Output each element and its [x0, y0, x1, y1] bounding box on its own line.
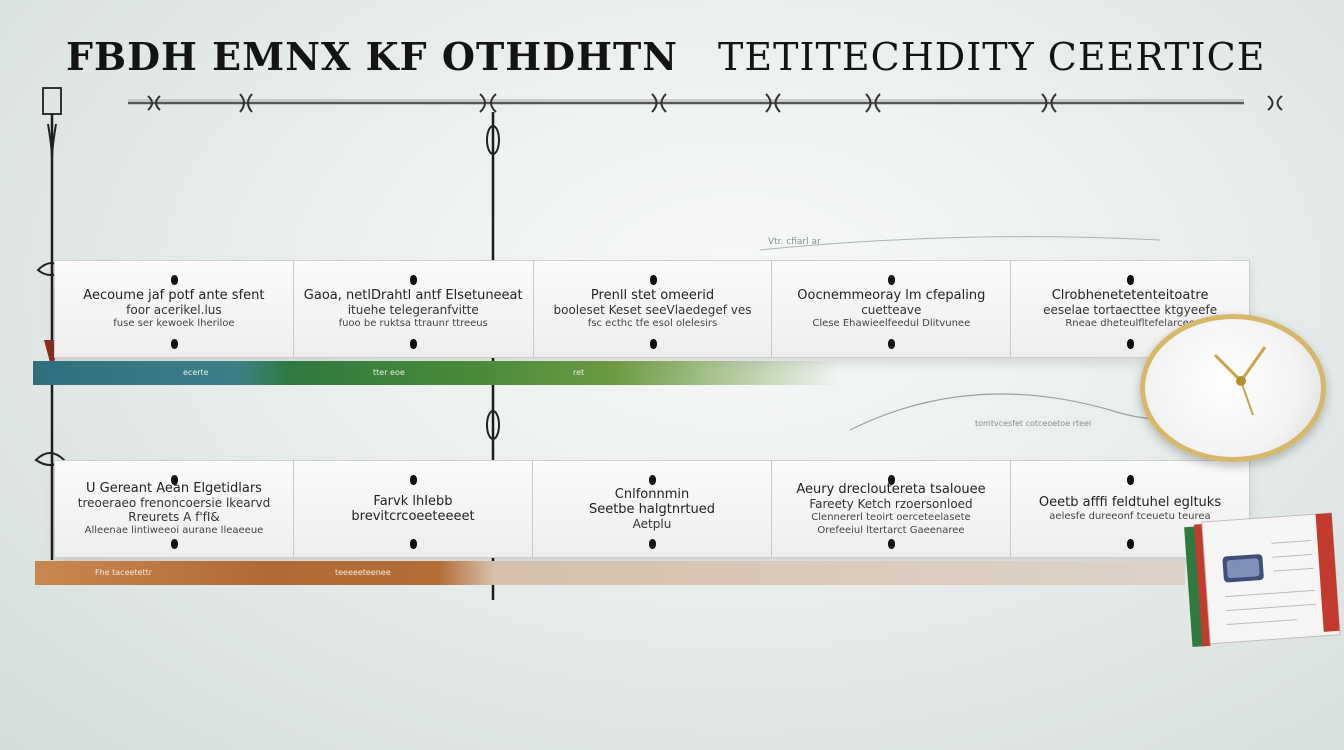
center-rod-loop-2: [486, 410, 500, 440]
pin-icon: [888, 339, 896, 349]
timeline-row-1: Aecoume jaf potf ante sfent foor acerike…: [54, 260, 1250, 358]
pin-icon: [1127, 539, 1134, 549]
event-line: foor acerikel.lus: [126, 303, 222, 317]
event-line: eeselae tortaecttee ktgyeefe: [1043, 303, 1218, 317]
timeline-band-2: Fhe taceetettr teeeeeteenee: [35, 561, 1185, 585]
page-title: FBDH EMNX KF OTHDHTN TETITECHDITY CEERTIC…: [66, 34, 1265, 79]
event-card: Oeetb afffi feldtuhel egltuks aelesfe du…: [1011, 461, 1249, 557]
event-line: Aecoume jaf potf ante sfent: [83, 288, 265, 303]
event-line: fuse ser kewoek lheriloe: [113, 318, 235, 329]
event-card: Prenll stet omeerid booleset Keset seeVl…: [534, 261, 773, 357]
band-label: ecerte: [183, 368, 209, 377]
event-line: Oocnemmeoray lm cfepaling: [797, 288, 986, 303]
band-label: teeeeeteenee: [335, 568, 391, 577]
event-card: Farvk lhIebb brevitcrcoeeteeeet: [294, 461, 533, 557]
event-line: Oeetb afffi feldtuhel egltuks: [1038, 495, 1222, 510]
pin-icon: [649, 339, 657, 349]
event-line: Cnlfonnmin: [614, 487, 690, 502]
pin-icon: [1127, 339, 1135, 349]
pin-icon: [170, 275, 178, 285]
center-rod-loop-1: [486, 125, 500, 155]
event-line: ituehe telegeranfvitte: [347, 303, 479, 317]
annotation-1: Vtr. cfiarl ar: [768, 237, 821, 247]
rod-hook-top: [47, 123, 57, 161]
pin-icon: [888, 539, 895, 549]
event-line: aelesfe dureeonf tceuetu teurea: [1049, 511, 1211, 522]
pin-icon: [410, 539, 417, 549]
pin-icon: [649, 475, 656, 485]
pin-icon: [171, 539, 178, 549]
event-line: Clrobhenetetenteitoatre: [1051, 288, 1209, 303]
event-line: cuetteave: [861, 303, 922, 317]
rod-clip: [42, 87, 62, 115]
event-line: booleset Keset seeVlaedegef ves: [553, 303, 752, 317]
event-card: Gaoa, netlDrahtl antf Elsetuneeat ituehe…: [294, 261, 534, 357]
pin-icon: [410, 275, 418, 285]
pin-icon: [888, 275, 896, 285]
band-label: Fhe taceetettr: [95, 568, 153, 577]
swirl-line-2: [759, 236, 1161, 251]
pin-icon: [649, 539, 656, 549]
clock-hands: [1213, 346, 1267, 416]
pin-icon: [171, 475, 178, 485]
event-line: Orefeeiul ltertarct Gaeenaree: [817, 524, 965, 536]
event-line: Rreurets A f'fI&: [128, 510, 220, 524]
event-line: Fareety Ketch rzoersonloed: [809, 496, 973, 511]
book-drawing: [1184, 512, 1341, 648]
pin-icon: [649, 275, 657, 285]
event-line: U Gereant Aean Elgetidlars: [86, 481, 262, 496]
event-card: Aeury drecloutereta tsalouee Fareety Ket…: [772, 461, 1011, 557]
event-line: fuoo be ruktsa ttraunr ttreeus: [338, 318, 488, 329]
title-part-2: TETITECHDITY CEERTICE: [718, 35, 1266, 79]
book-icon: [1180, 509, 1344, 652]
event-line: Rneae dheteulfltefelarcee: [1065, 318, 1195, 329]
event-line: Clennererl teoirt oerceteelasete: [811, 511, 971, 523]
timeline-band-1: ecerte tter eoe ret: [33, 361, 841, 385]
event-line: Seetbe halgtnrtued: [588, 502, 716, 517]
event-line: treoeraeo frenoncoersie lkearvd: [77, 496, 271, 510]
event-card: U Gereant Aean Elgetidlars treoeraeo fre…: [55, 461, 294, 557]
event-card: Clrobhenetetenteitoatre eeselae tortaect…: [1011, 261, 1249, 357]
title-part-1: FBDH EMNX KF OTHDHTN: [66, 34, 679, 79]
event-line: Gaoa, netlDrahtl antf Elsetuneeat: [303, 288, 523, 303]
event-line: Prenll stet omeerid: [590, 288, 715, 303]
pin-icon: [170, 339, 178, 349]
annotation-2: tomtvcesfet cotceoetoe rteel: [975, 419, 1091, 428]
event-line: fsc ecthc tfe esol olelesirs: [587, 318, 718, 329]
event-line: Clese Ehawieelfeedul Dlitvunee: [812, 318, 971, 329]
event-line: brevitcrcoeeteeeet: [351, 509, 475, 524]
pin-icon: [1127, 475, 1134, 485]
event-line: Farvk lhIebb: [373, 494, 453, 509]
wire-knots: [147, 93, 1283, 113]
event-line: Aetplu: [632, 517, 672, 531]
band-label: ret: [573, 368, 585, 377]
event-card: Cnlfonnmin Seetbe halgtnrtued Aetplu: [533, 461, 772, 557]
event-card: Oocnemmeoray lm cfepaling cuetteave Cles…: [772, 261, 1012, 357]
event-card: Aecoume jaf potf ante sfent foor acerike…: [55, 261, 294, 357]
pin-icon: [410, 475, 417, 485]
pin-icon: [1127, 275, 1135, 285]
event-line: Aeury drecloutereta tsalouee: [796, 481, 986, 497]
pin-icon: [888, 475, 895, 485]
pin-icon: [410, 339, 418, 349]
band-label: tter eoe: [373, 368, 405, 377]
event-line: Alleenae lintiweeoi aurane lleaeeue: [84, 525, 264, 536]
clock-icon: [1140, 314, 1326, 462]
timeline-row-2: U Gereant Aean Elgetidlars treoeraeo fre…: [54, 460, 1250, 558]
